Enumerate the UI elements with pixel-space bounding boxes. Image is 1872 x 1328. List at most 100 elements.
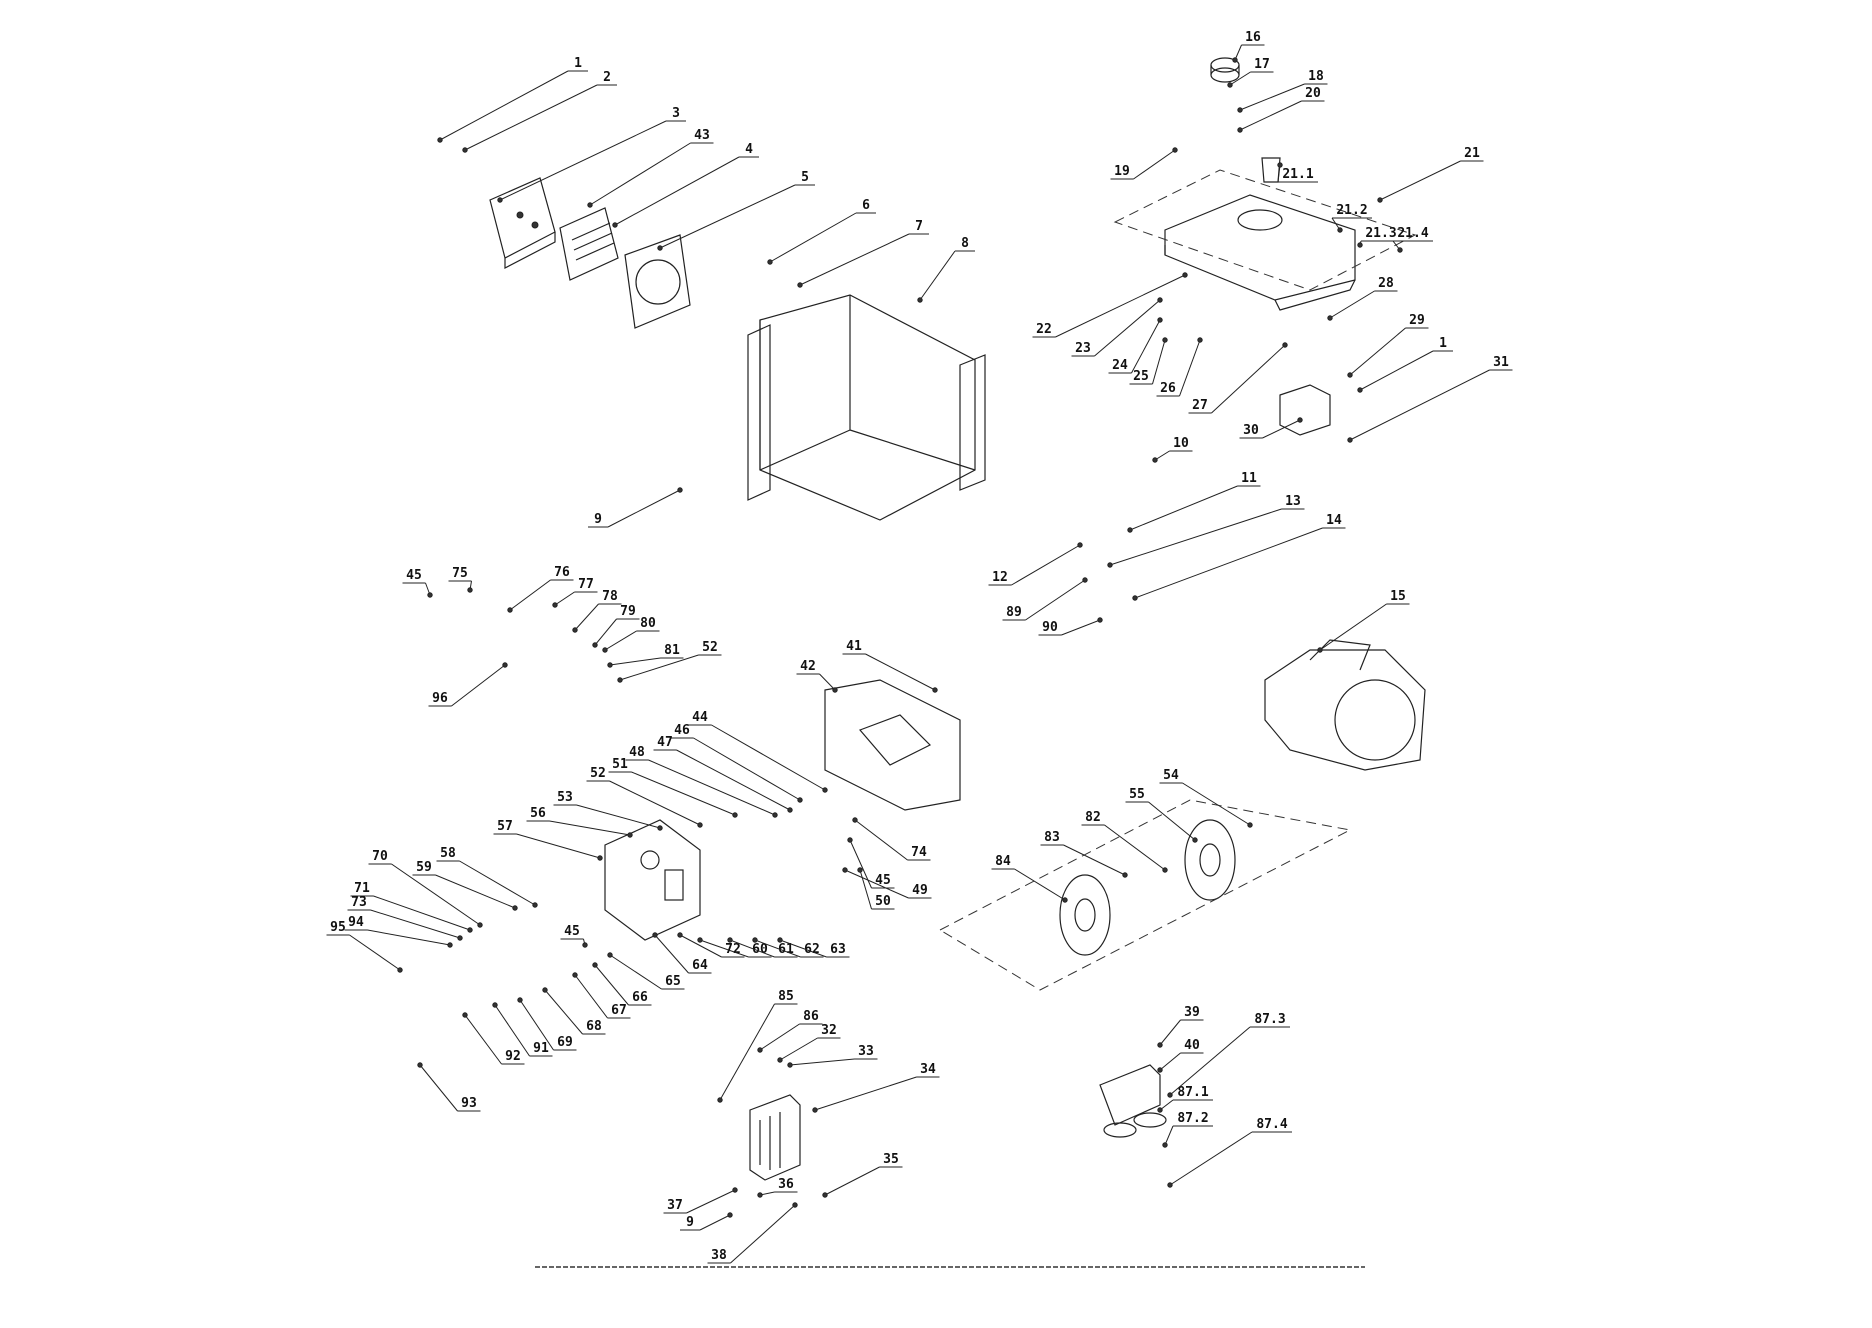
callout-35: 35 [822, 1152, 903, 1198]
callout-number: 11 [1241, 471, 1257, 486]
leader-line [779, 939, 827, 958]
callout-64: 64 [652, 932, 712, 974]
leader-line [1148, 801, 1196, 841]
leader-line [824, 1166, 880, 1196]
leader-line [1211, 344, 1286, 414]
callout-28: 28 [1327, 276, 1398, 321]
callout-77: 77 [552, 577, 598, 608]
leader-line [859, 869, 872, 910]
leader-line [607, 489, 681, 528]
leader-line [854, 819, 908, 861]
leader-dot [1237, 107, 1243, 113]
leader-line [1277, 164, 1281, 183]
leader-dot [772, 812, 778, 818]
callout-number: 90 [1042, 620, 1058, 635]
callout-number: 9 [686, 1215, 694, 1230]
air-filter-cover [489, 177, 556, 269]
callout-number: 21.3 [1365, 226, 1396, 241]
callout-number: 33 [858, 1044, 874, 1059]
callout-43: 43 [587, 128, 714, 208]
leader-dot [477, 922, 483, 928]
callout-number: 15 [1390, 589, 1406, 604]
leader-dot [727, 937, 733, 943]
leader-dot [587, 202, 593, 208]
leader-line [659, 184, 796, 249]
leader-dot [597, 855, 603, 861]
callout-number: 14 [1326, 513, 1342, 528]
callout-58: 58 [436, 846, 538, 908]
leader-dot [777, 1057, 783, 1063]
callout-26: 26 [1156, 337, 1203, 397]
leader-dot [842, 867, 848, 873]
callout-number: 6 [862, 198, 870, 213]
leader-dot [1127, 527, 1133, 533]
leader-dot [572, 627, 578, 633]
callout-number: 21.4 [1397, 226, 1428, 241]
callout-16: 16 [1232, 30, 1265, 63]
callout-number: 35 [883, 1152, 899, 1167]
callout-32: 32 [777, 1023, 841, 1063]
callout-89: 89 [1002, 577, 1088, 621]
callout-number: 93 [461, 1096, 477, 1111]
callout-74: 74 [852, 817, 931, 861]
rear-panel [824, 679, 961, 811]
callout-21-2: 21.2 [1331, 203, 1372, 233]
leader-line [464, 84, 598, 151]
leader-line [1129, 485, 1238, 531]
callout-59: 59 [412, 860, 518, 911]
callout-20: 20 [1237, 86, 1325, 133]
callout-5: 5 [657, 170, 815, 251]
leader-dot [787, 1062, 793, 1068]
callout-number: 83 [1044, 830, 1060, 845]
wheel-group-outline [938, 799, 1352, 991]
leader-dot [1157, 297, 1163, 303]
leader-dot [582, 942, 588, 948]
callout-number: 68 [586, 1019, 602, 1034]
leader-line [451, 664, 506, 707]
callout-number: 45 [564, 924, 580, 939]
callout-number: 81 [664, 643, 680, 658]
leader-line [609, 954, 662, 990]
front-wheel [1059, 874, 1111, 956]
callout-number: 5 [801, 170, 809, 185]
callout-number: 1 [1439, 336, 1447, 351]
leader-dot [627, 832, 633, 838]
leader-dot [1152, 457, 1158, 463]
leader-line [779, 1037, 818, 1061]
callout-87-3: 87.3 [1167, 1012, 1290, 1098]
callout-number: 69 [557, 1035, 573, 1050]
callout-number: 82 [1085, 810, 1101, 825]
leader-line [699, 1214, 731, 1231]
leader-dot [1077, 542, 1083, 548]
leader-dot [1167, 1182, 1173, 1188]
leader-dot [602, 647, 608, 653]
leader-dot [1172, 147, 1178, 153]
callout-85: 85 [717, 989, 798, 1103]
leader-line [1349, 369, 1490, 441]
leader-dot [1237, 127, 1243, 133]
callout-44: 44 [688, 710, 828, 793]
leader-line [439, 70, 569, 141]
callout-1: 1 [437, 56, 588, 143]
callout-number: 10 [1173, 436, 1189, 451]
leader-line [1359, 350, 1434, 391]
leader-line [1349, 327, 1406, 376]
leader-line [594, 618, 617, 646]
leader-line [370, 909, 461, 939]
callout-number: 23 [1075, 341, 1091, 356]
callout-number: 64 [692, 958, 708, 973]
leader-line [519, 999, 554, 1051]
callout-number: 19 [1114, 164, 1130, 179]
callout-number: 45 [406, 568, 422, 583]
callout-number: 17 [1254, 57, 1270, 72]
callout-number: 86 [803, 1009, 819, 1024]
leader-dot [512, 905, 518, 911]
leader-line [844, 869, 909, 899]
leader-dot [497, 197, 503, 203]
leader-dot [592, 962, 598, 968]
leader-dot [502, 662, 508, 668]
callout-number: 52 [590, 766, 606, 781]
leader-dot [727, 1212, 733, 1218]
callout-number: 84 [995, 854, 1011, 869]
callout-number: 85 [778, 989, 794, 1004]
